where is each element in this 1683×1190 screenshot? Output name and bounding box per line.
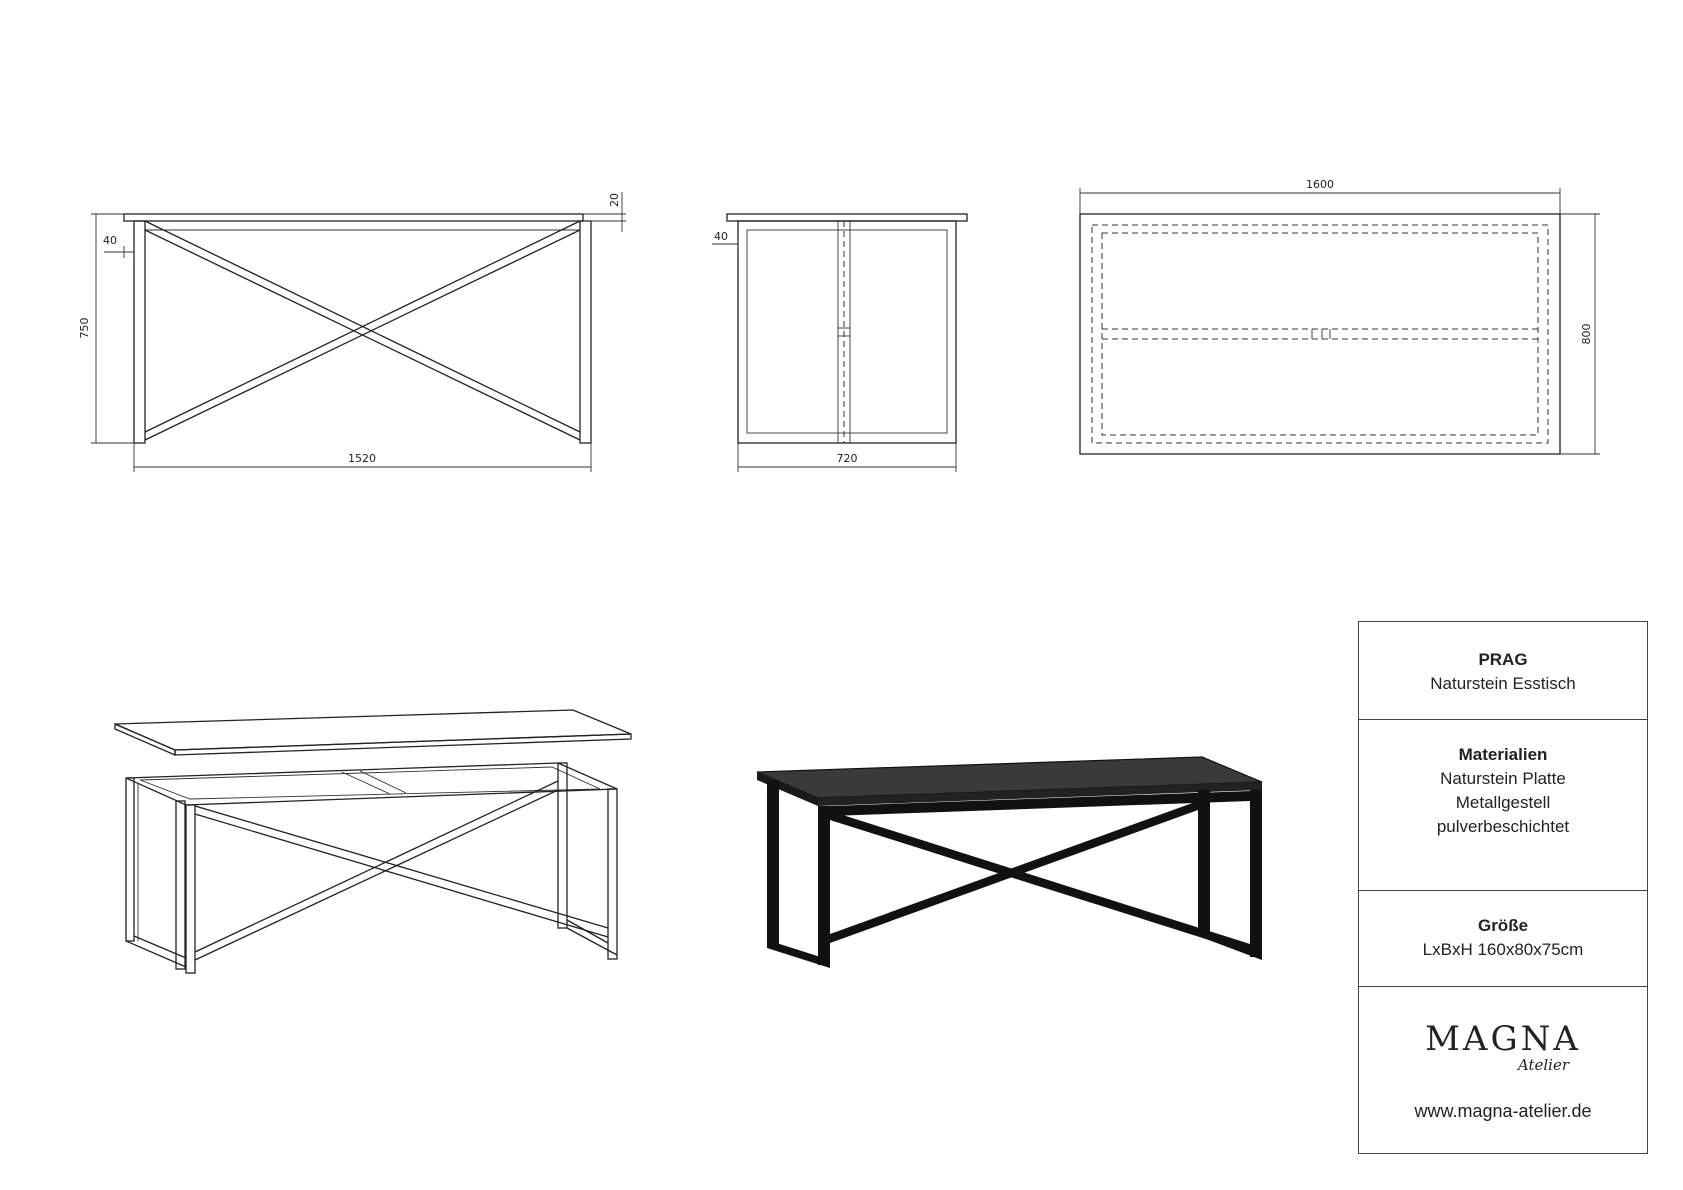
top-view: 1600 800 <box>1079 178 1600 455</box>
website-link[interactable]: www.magna-atelier.de <box>1414 1101 1592 1121</box>
brand-logo-sub: Atelier <box>1517 1056 1569 1074</box>
dim-side-leg-inset: 40 <box>714 230 728 243</box>
size-cell: Größe LxBxH 160x80x75cm <box>1359 891 1647 987</box>
brand-cell: MAGNA Atelier www.magna-atelier.de <box>1359 987 1647 1153</box>
product-name: PRAG <box>1478 650 1528 669</box>
rendered-isometric-view <box>756 756 1263 968</box>
product-type: Naturstein Esstisch <box>1430 674 1576 693</box>
size-value: LxBxH 160x80x75cm <box>1422 940 1584 959</box>
dim-leg-inset: 40 <box>103 234 117 247</box>
title-block: PRAG Naturstein Esstisch Materialien Nat… <box>1358 621 1648 1154</box>
front-view: 750 40 20 1520 <box>78 192 626 472</box>
dim-top-width: 800 <box>1580 324 1593 345</box>
dim-top-thickness: 20 <box>608 193 621 207</box>
side-view: 40 720 <box>712 213 968 472</box>
dim-front-length: 1520 <box>348 452 376 465</box>
material-item: Naturstein Platte <box>1440 769 1566 788</box>
materials-cell: Materialien Naturstein Platte Metallgest… <box>1359 720 1647 891</box>
materials-heading: Materialien <box>1458 745 1548 764</box>
dim-height: 750 <box>78 318 91 339</box>
title-cell: PRAG Naturstein Esstisch <box>1359 622 1647 720</box>
material-item: Metallgestell <box>1455 793 1551 812</box>
dim-top-length: 1600 <box>1306 178 1334 191</box>
brand-logo: MAGNA <box>1425 1019 1581 1059</box>
material-item: pulverbeschichtet <box>1436 817 1570 836</box>
exploded-isometric-view <box>114 709 632 974</box>
size-heading: Größe <box>1477 916 1529 935</box>
dim-side-width: 720 <box>837 452 858 465</box>
